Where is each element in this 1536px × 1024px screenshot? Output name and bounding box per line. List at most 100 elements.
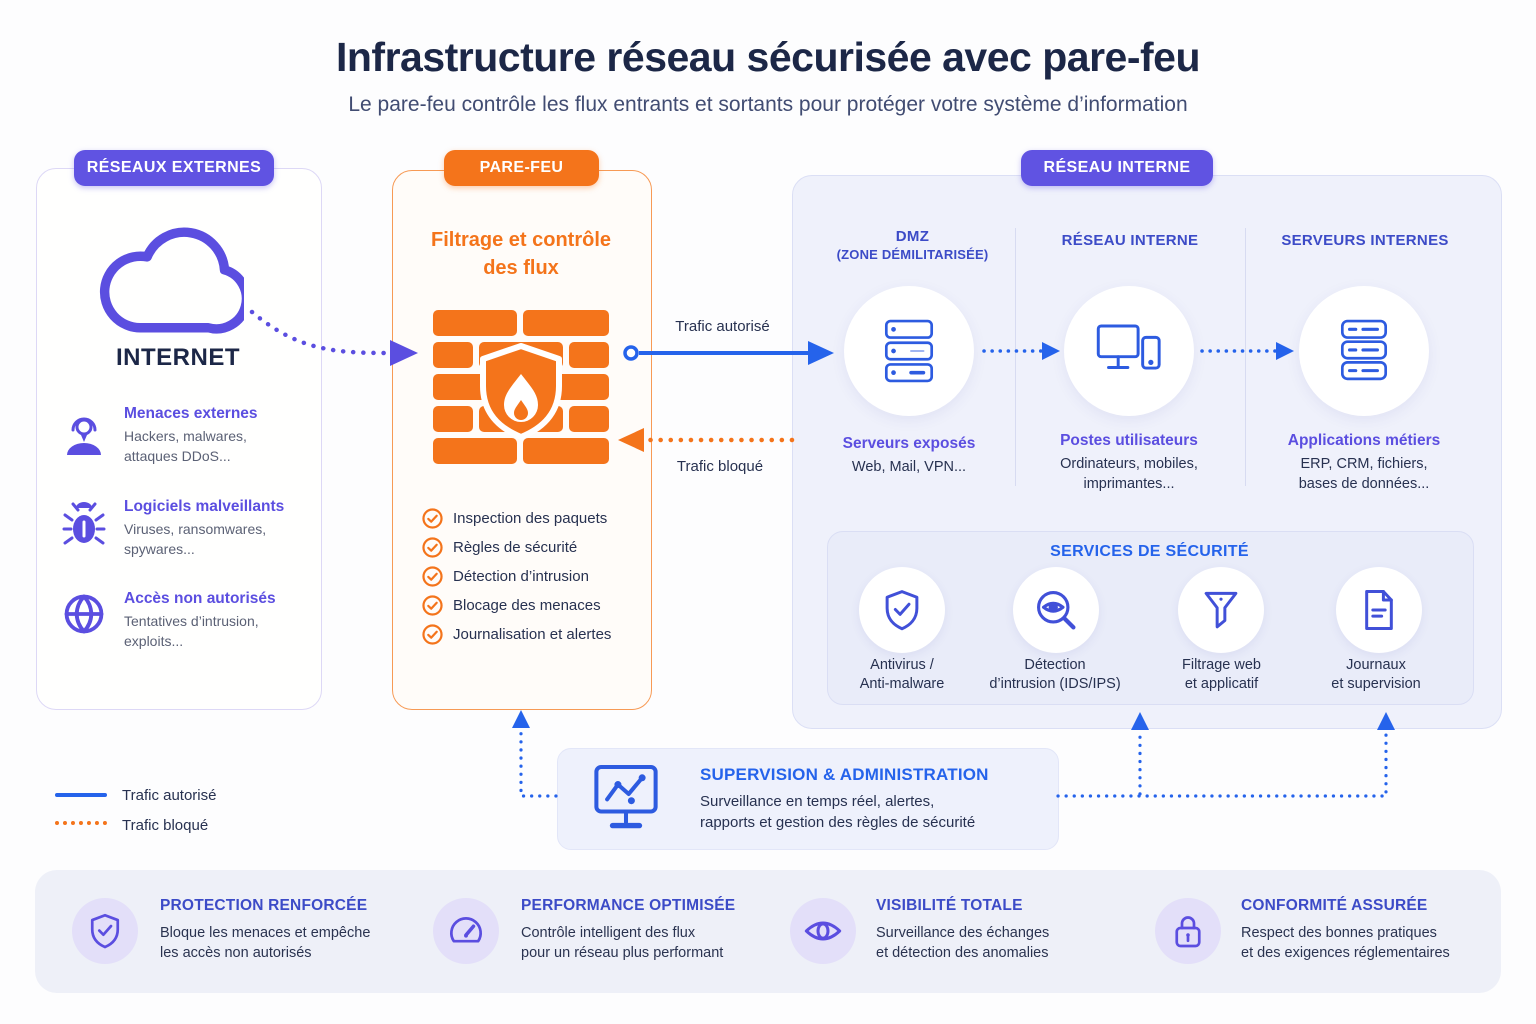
internal-network-badge: RÉSEAU INTERNE [1021,150,1213,186]
benefit-circle [72,898,138,964]
gauge-icon [450,917,482,943]
supervision-to-firewall-connector [519,726,558,798]
legend-blocked-line [55,821,107,825]
benefit-title: CONFORMITÉ ASSURÉE [1241,897,1428,914]
shield-check-icon [90,913,120,949]
zone-desc: Ordinateurs, mobiles, imprimantes... [1060,456,1198,492]
firewall-feature-label: Inspection des paquets [453,510,608,527]
workstations-icon [1096,324,1161,370]
benefit-desc: Surveillance des échanges et détection d… [876,925,1050,961]
zone-header-serveurs-internes: SERVEURS INTERNES [1281,232,1449,249]
firewall-feature: Règles de sécurité [422,537,577,558]
hacker-icon [62,407,106,466]
firewall-feature: Journalisation et alertes [422,624,611,645]
benefit-circle [1155,898,1221,964]
threat-title: Menaces externes [124,405,258,422]
supervision-desc: Surveillance en temps réel, alertes, rap… [700,793,976,831]
internal-network-circle [1064,286,1194,416]
supervision-to-internal-connector [1056,728,1388,798]
zone-subheader-dmz: (ZONE DÉMILITARISÉE) [836,247,989,262]
internal-servers-circle [1299,286,1429,416]
firewall-feature: Blocage des menaces [422,595,601,616]
web-filter-icon [1204,591,1238,629]
firewall-feature-label: Règles de sécurité [453,539,578,556]
zone-desc: ERP, CRM, fichiers, bases de données... [1298,456,1430,492]
column-divider [1015,228,1016,486]
check-circle-icon [422,537,443,558]
shield-check-icon [885,590,919,631]
firewall-feature-label: Journalisation et alertes [453,626,612,643]
benefit-desc: Bloque les menaces et empêche les accès … [160,925,371,961]
supervision-title: SUPERVISION & ADMINISTRATION [700,765,989,784]
internet-label: INTERNET [116,344,240,371]
column-divider [1245,228,1246,486]
service-circle [1336,567,1422,653]
service-circle [1178,567,1264,653]
check-circle-icon [422,566,443,587]
cloud-icon [88,220,244,338]
zone-title: Serveurs exposés [842,435,976,452]
check-circle-icon [422,595,443,616]
check-circle-icon [422,508,443,529]
benefit-title: PROTECTION RENFORCÉE [160,897,368,914]
security-services-title: SERVICES DE SÉCURITÉ [1050,543,1249,560]
firewall-title: Filtrage et contrôle des flux [430,229,612,279]
zone-title: Postes utilisateurs [1060,432,1198,449]
monitoring-icon [592,763,660,833]
supervision-text: SUPERVISION & ADMINISTRATION Surveillanc… [700,765,1050,833]
supervision-panel [557,748,1059,850]
legend-allowed-label: Trafic autorisé [122,787,217,804]
legend-allowed-line [55,793,107,797]
lock-icon [1175,916,1201,948]
firewall-feature: Détection d’intrusion [422,566,589,587]
zone-caption: Applications métiers ERP, CRM, fichiers,… [1269,432,1459,494]
benefit-title: VISIBILITÉ TOTALE [876,897,1023,914]
globe-icon [62,592,106,651]
bug-icon [62,500,106,559]
firewall-badge: PARE-FEU [444,150,599,186]
benefit-circle [790,898,856,964]
service-label: Détection d’intrusion (IDS/IPS) [989,657,1121,692]
threat-desc: Tentatives d’intrusion, exploits... [124,613,259,649]
threat-desc: Hackers, malwares, attaques DDoS... [124,428,247,464]
threat-title: Accès non autorisés [124,590,276,607]
threat-item: Accès non autorisés Tentatives d’intrusi… [62,590,309,651]
internal-servers-icon [1340,319,1388,381]
zone-title: Applications métiers [1287,432,1441,449]
blocked-traffic-label: Trafic bloqué [676,458,764,475]
benefit-item: PROTECTION RENFORCÉE Bloque les menaces … [160,897,410,963]
service-circle [859,567,945,653]
threat-item: Logiciels malveillants Viruses, ransomwa… [62,498,309,559]
logs-icon [1365,590,1393,630]
service-label: Filtrage web et applicatif [1182,657,1261,692]
threat-title: Logiciels malveillants [124,498,285,515]
allowed-traffic-label: Trafic autorisé [675,318,770,335]
zone-header-reseau-interne: RÉSEAU INTERNE [1061,232,1199,249]
zone-desc: Web, Mail, VPN... [851,459,967,475]
zone-header-dmz: DMZ [895,228,930,245]
threat-item: Menaces externes Hackers, malwares, atta… [62,405,309,466]
check-circle-icon [422,624,443,645]
page-title: Infrastructure réseau sécurisée avec par… [335,34,1201,80]
benefit-item: PERFORMANCE OPTIMISÉE Contrôle intellige… [521,897,781,963]
firewall-feature-label: Détection d’intrusion [453,568,589,585]
service-label: Antivirus / Anti-malware [859,657,945,692]
zone-caption: Postes utilisateurs Ordinateurs, mobiles… [1039,432,1219,494]
page-subtitle: Le pare-feu contrôle les flux entrants e… [348,93,1188,116]
zone-caption: Serveurs exposés Web, Mail, VPN... [824,435,994,477]
exposed-servers-icon [884,319,934,383]
firewall-feature: Inspection des paquets [422,508,607,529]
benefit-desc: Contrôle intelligent des flux pour un ré… [521,925,724,961]
benefit-title: PERFORMANCE OPTIMISÉE [521,897,736,914]
service-label: Journaux et supervision [1331,657,1421,692]
service-circle [1013,567,1099,653]
eye-icon [804,921,842,941]
benefit-item: CONFORMITÉ ASSURÉE Respect des bonnes pr… [1241,897,1521,963]
arrowhead [512,710,530,728]
benefit-desc: Respect des bonnes pratiques et des exig… [1241,925,1450,961]
firewall-icon [431,308,611,466]
intrusion-detection-icon [1037,591,1076,630]
external-networks-badge: RÉSEAUX EXTERNES [74,150,274,186]
benefit-circle [433,898,499,964]
firewall-feature-label: Blocage des menaces [453,597,601,614]
